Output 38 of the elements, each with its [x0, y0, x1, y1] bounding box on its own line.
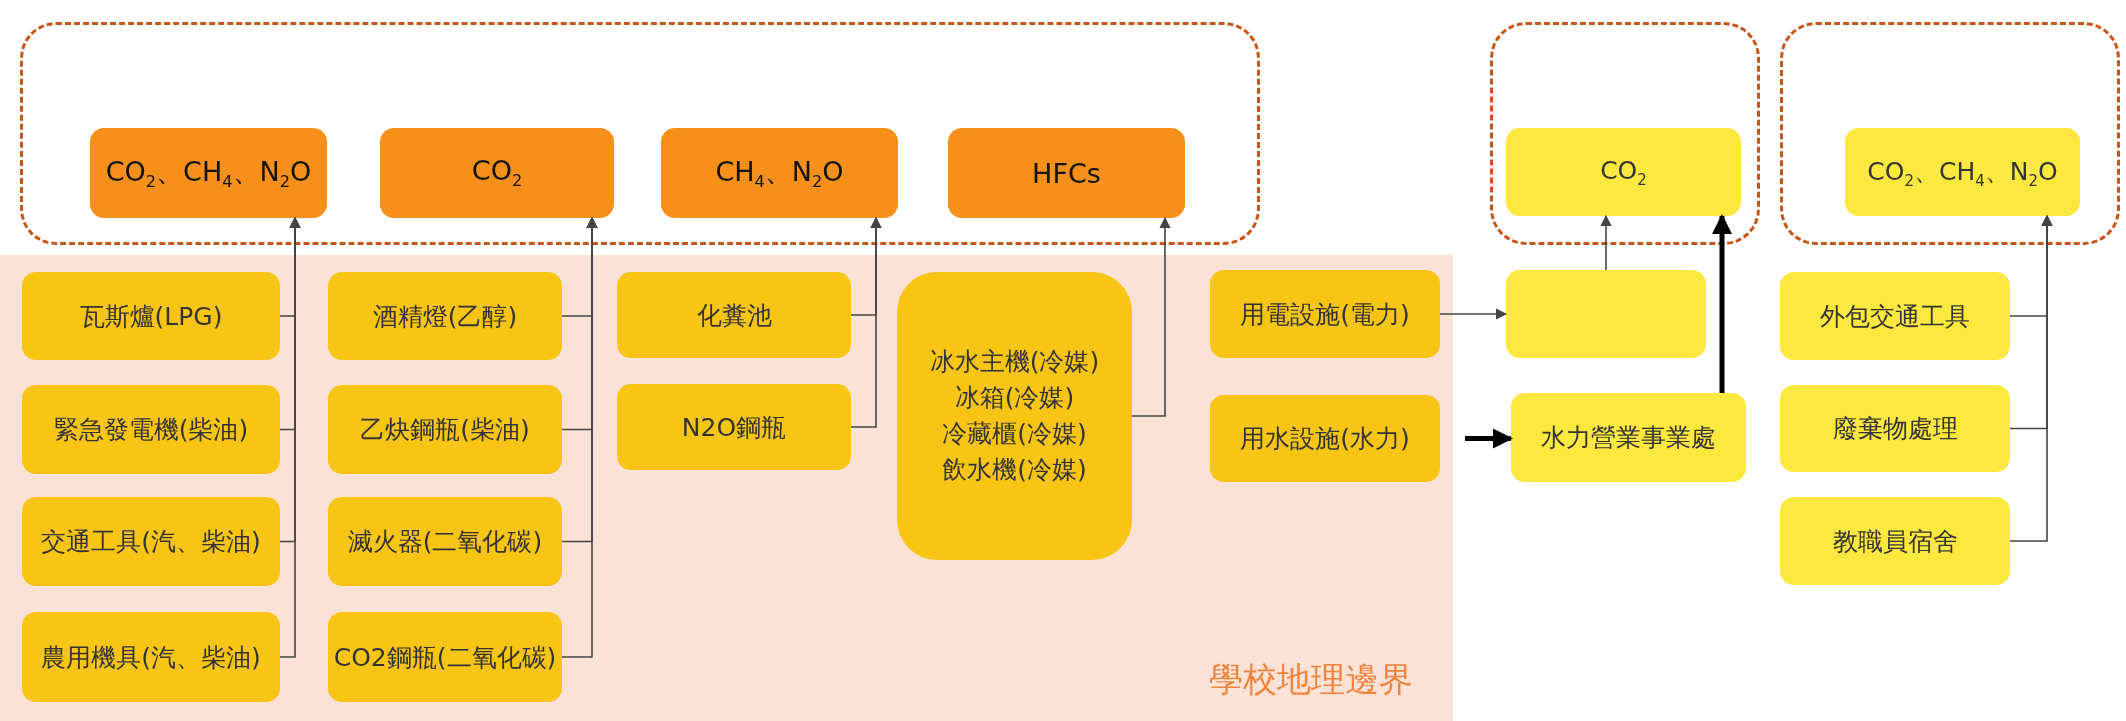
arrow: [1131, 216, 1171, 417]
scope-frame: [1490, 22, 1760, 245]
arrow: [279, 216, 301, 658]
gas-box: CO$_{2}$: [380, 128, 614, 218]
source-box: 水力營業事業處: [1511, 393, 1746, 482]
gas-box: HFCs: [948, 128, 1185, 218]
source-box: 緊急發電機(柴油): [22, 385, 280, 474]
scope-frame: [20, 22, 1260, 245]
source-box: 用電設施(電力): [1210, 270, 1440, 358]
arrow: [1600, 214, 1612, 271]
source-box: CO$_{2}$、CH$_{4}$、N$_{2}$O: [1845, 128, 2080, 216]
gas-box: CH$_{4}$、N$_{2}$O: [661, 128, 898, 218]
source-box: 瓦斯爐(LPG): [22, 272, 280, 360]
source-box: CO2鋼瓶(二氧化碳): [328, 612, 562, 702]
arrow: [1439, 308, 1508, 320]
gas-box: CO$_{2}$、CH$_{4}$、N$_{2}$O: [90, 128, 327, 218]
boundary-region: [0, 255, 1453, 721]
arrow: [1465, 428, 1513, 449]
source-box: 滅火器(二氧化碳): [328, 497, 562, 586]
source-box: 用水設施(水力): [1210, 395, 1440, 482]
arrow: [850, 216, 882, 428]
source-box: 交通工具(汽、柴油): [22, 497, 280, 586]
source-box: 酒精燈(乙醇): [328, 272, 562, 360]
source-box: CO$_{2}$: [1506, 128, 1741, 216]
arrow: [1712, 214, 1732, 393]
source-box: 廢棄物處理: [1780, 385, 2010, 472]
arrow: [561, 216, 598, 658]
region-label: 學校地理邊界: [1209, 658, 1413, 701]
source-box: 化糞池: [617, 272, 851, 358]
scope-frame: [1780, 22, 2120, 245]
source-box: 農用機具(汽、柴油): [22, 612, 280, 702]
source-box: N2O鋼瓶: [617, 384, 851, 470]
source-box: 冰水主機(冷媒) 冰箱(冷媒) 冷藏櫃(冷媒) 飲水機(冷媒): [897, 272, 1132, 560]
source-box: 教職員宿舍: [1780, 497, 2010, 585]
source-box: 外包交通工具: [1780, 272, 2010, 360]
arrow: [2009, 214, 2053, 542]
source-box: 乙炔鋼瓶(柴油): [328, 385, 562, 474]
source-box: [1506, 270, 1706, 358]
